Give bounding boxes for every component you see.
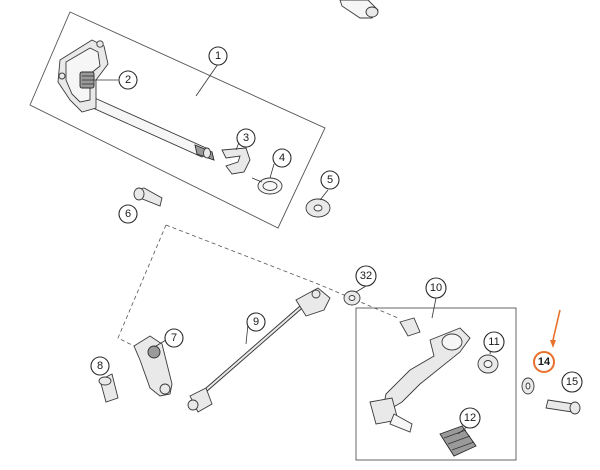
callout-2[interactable]: 2 [118,70,138,90]
part-bolt-6 [133,187,163,207]
svg-text:4: 4 [279,152,285,164]
svg-text:5: 5 [327,174,333,186]
frame-shaft-group [29,11,326,229]
part-torsion-spring [251,177,283,195]
part-bearing [477,354,499,374]
callout-32[interactable]: 32 [355,265,377,287]
svg-text:2: 2 [125,74,131,86]
part-clip [221,147,251,175]
callout-5[interactable]: 5 [320,170,340,190]
frame-shift-lever-group [355,307,517,461]
callout-7[interactable]: 7 [164,328,184,348]
callout-3[interactable]: 3 [236,128,256,148]
callout-4[interactable]: 4 [272,148,292,168]
part-shift-pedal [369,317,471,433]
callout-15[interactable]: 15 [561,371,583,393]
svg-text:7: 7 [171,332,177,344]
callout-10[interactable]: 10 [425,277,447,299]
svg-text:14: 14 [538,356,551,368]
part-shift-shaft [57,39,215,161]
part-shift-rod [187,287,331,413]
part-cropped-top [339,0,379,19]
part-return-spring [79,71,95,89]
part-shift-lever [133,335,173,397]
callout-14[interactable]: 14 [533,351,555,373]
part-bolt-15 [545,399,581,415]
svg-text:15: 15 [566,376,578,388]
callout-1[interactable]: 1 [208,46,228,66]
callout-9[interactable]: 9 [246,312,266,332]
highlight-arrow [550,309,561,348]
part-pedal-rubber [439,425,477,457]
callout-8[interactable]: 8 [90,356,110,376]
svg-text:6: 6 [125,208,131,220]
part-washer-5 [305,198,331,218]
part-bolt-8 [98,373,119,403]
callout-12[interactable]: 12 [459,407,481,429]
svg-text:10: 10 [430,282,442,294]
svg-text:3: 3 [243,132,249,144]
callout-11[interactable]: 11 [483,331,505,353]
svg-text:32: 32 [360,270,372,282]
svg-text:1: 1 [215,50,221,62]
svg-text:8: 8 [97,360,103,372]
dashed-link [165,224,399,319]
svg-text:12: 12 [464,412,476,424]
part-washer-32 [343,290,361,306]
svg-text:9: 9 [253,316,259,328]
part-washer-14 [521,377,535,395]
svg-text:11: 11 [488,336,499,348]
callout-6[interactable]: 6 [118,204,138,224]
